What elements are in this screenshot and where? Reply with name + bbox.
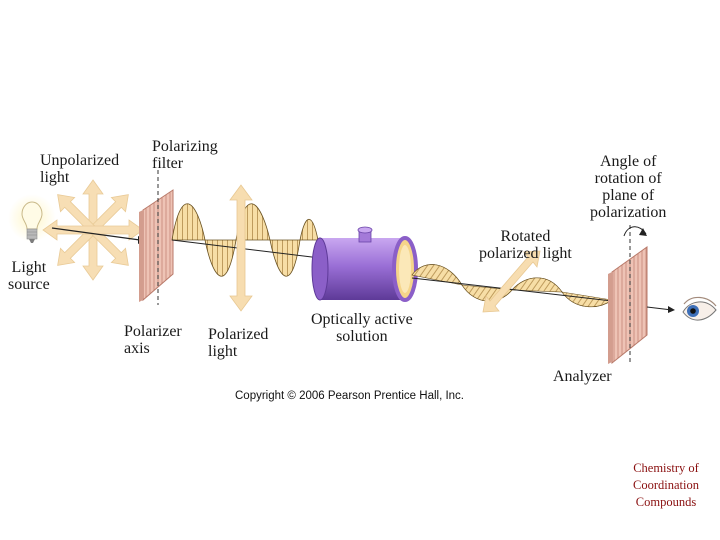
- label-optically-active-solution: Optically active solution: [311, 311, 413, 345]
- footer-title: Chemistry of Coordination Compounds: [620, 460, 712, 511]
- label-light-source: Light source: [8, 259, 50, 293]
- label-polarized-light: Polarized light: [208, 326, 269, 360]
- copyright-notice: Copyright © 2006 Pearson Prentice Hall, …: [235, 390, 465, 402]
- unpolarized-light-arrows: [42, 179, 144, 281]
- label-analyzer: Analyzer: [553, 368, 612, 385]
- label-unpolarized-light: Unpolarized light: [40, 152, 120, 186]
- footer-line-1: Chemistry of: [633, 461, 699, 475]
- label-polarizing-filter: Polarizing filter: [152, 138, 218, 172]
- label-polarizer-axis: Polarizer axis: [124, 323, 182, 357]
- polarized-wave: [171, 203, 321, 277]
- analyzer-filter: [608, 225, 648, 365]
- footer-line-2: Coordination: [633, 478, 699, 492]
- light-beam: [51, 227, 141, 241]
- eye-icon: [682, 296, 717, 321]
- label-angle-of-rotation: Angle of rotation of plane of polarizati…: [590, 153, 667, 221]
- polarizing-filter: [139, 170, 174, 305]
- footer-line-3: Compounds: [635, 495, 697, 509]
- polarized-light-arrow: [229, 184, 253, 312]
- solution-tube: [311, 226, 418, 302]
- label-rotated-polarized-light: Rotated polarized light: [479, 228, 572, 262]
- rotated-light-arrow: [482, 250, 541, 313]
- light-bulb-icon: [8, 194, 56, 243]
